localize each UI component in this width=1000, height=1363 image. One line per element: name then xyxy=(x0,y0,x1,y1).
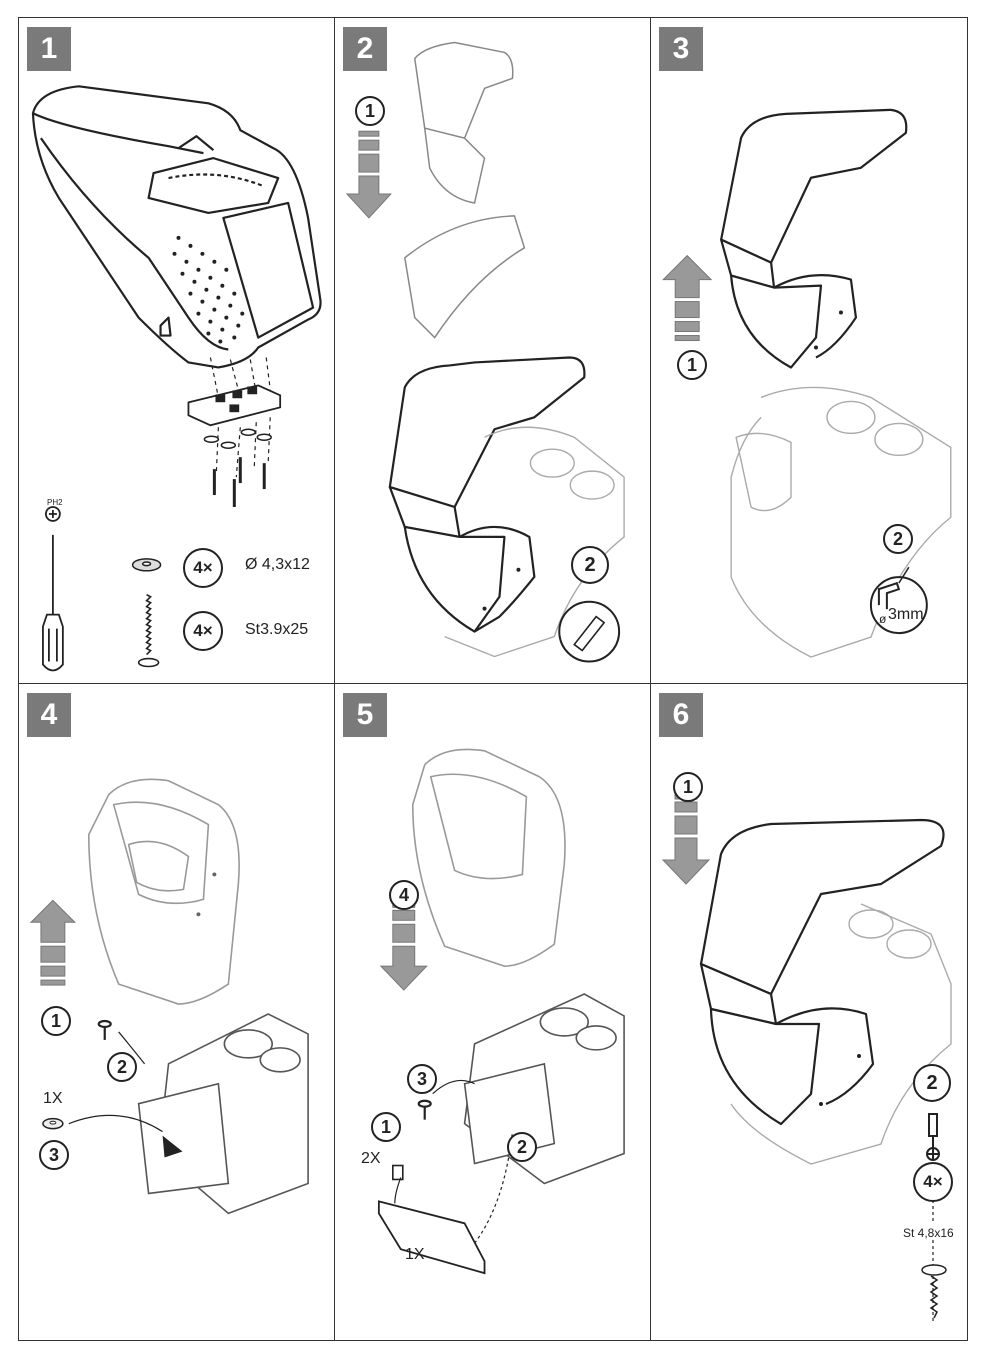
substep-2-badge: 2 xyxy=(883,524,913,554)
screwdriver-icon xyxy=(42,506,64,672)
bracket-install-illustration xyxy=(377,748,625,1275)
perforation-dots xyxy=(172,235,245,344)
drill-prefix-label: ø xyxy=(879,612,887,626)
substep-2-badge: 2 xyxy=(107,1052,137,1082)
step-number-badge: 3 xyxy=(659,27,703,71)
substep-2-badge: 2 xyxy=(507,1132,537,1162)
step-number-badge: 6 xyxy=(659,693,703,737)
down-arrow-icon xyxy=(661,793,711,885)
armrest-exploded-illustration xyxy=(31,85,322,672)
washer-count-label: 1X xyxy=(43,1090,63,1107)
step-5-panel: 5 xyxy=(335,684,651,1340)
clip-count-label: 2X xyxy=(361,1150,381,1167)
substep-2-badge: 2 xyxy=(571,546,609,584)
substep-1-badge: 1 xyxy=(673,772,703,802)
tool-size-label: PH2 xyxy=(47,498,63,507)
washer-quantity-badge: 4× xyxy=(183,548,223,588)
substep-2-badge: 2 xyxy=(913,1064,951,1102)
step-number-badge: 2 xyxy=(343,27,387,71)
screw-icon xyxy=(417,1099,432,1120)
substep-1-badge: 1 xyxy=(371,1112,401,1142)
screw-spec-label: St3.9x25 xyxy=(245,621,309,638)
substep-1-badge: 1 xyxy=(677,350,707,380)
final-assembly-illustration xyxy=(661,793,952,1324)
substep-1-badge: 1 xyxy=(355,96,385,126)
screw-icon xyxy=(97,1019,112,1040)
substep-1-badge: 1 xyxy=(41,1006,71,1036)
step-1-panel: 1 xyxy=(19,18,335,684)
step-number-badge: 5 xyxy=(343,693,387,737)
substep-3-badge: 3 xyxy=(39,1140,69,1170)
step-number-badge: 4 xyxy=(27,693,71,737)
step-2-panel: 2 xyxy=(335,18,651,684)
substep-4-badge: 4 xyxy=(389,880,419,910)
clip-icon xyxy=(392,1164,404,1181)
washer-icon xyxy=(131,558,162,572)
armrest-lift-illustration xyxy=(662,108,952,658)
screw-quantity-badge: 4× xyxy=(183,611,223,651)
up-arrow-icon xyxy=(662,254,713,342)
step-6-panel: 6 xyxy=(651,684,967,1340)
down-arrow-icon xyxy=(345,130,392,219)
screw-spec-label: St 4,8x16 xyxy=(903,1226,954,1240)
up-arrow-icon xyxy=(29,899,77,986)
step-number-badge: 1 xyxy=(27,27,71,71)
screw-icon xyxy=(921,1264,947,1319)
washer-spec-label: Ø 4,3x12 xyxy=(245,556,310,573)
screw-quantity-badge: 4× xyxy=(913,1162,953,1202)
cupholder-removal-illustration xyxy=(29,778,309,1215)
drill-size-label: 3mm xyxy=(888,606,924,623)
drill-icon xyxy=(869,576,928,635)
washer-icon xyxy=(42,1117,64,1130)
instruction-sheet: 1 xyxy=(18,17,968,1341)
bracket-icon xyxy=(377,1200,486,1275)
screw-icon xyxy=(137,594,160,668)
substep-3-badge: 3 xyxy=(407,1064,437,1094)
step-3-panel: 3 1 xyxy=(651,18,967,684)
armrest-placement-illustration xyxy=(345,41,625,663)
down-arrow-icon xyxy=(379,901,428,991)
step-4-panel: 4 xyxy=(19,684,335,1340)
screwdriver-icon xyxy=(926,1113,940,1161)
bracket-count-label: 1X xyxy=(405,1246,425,1263)
